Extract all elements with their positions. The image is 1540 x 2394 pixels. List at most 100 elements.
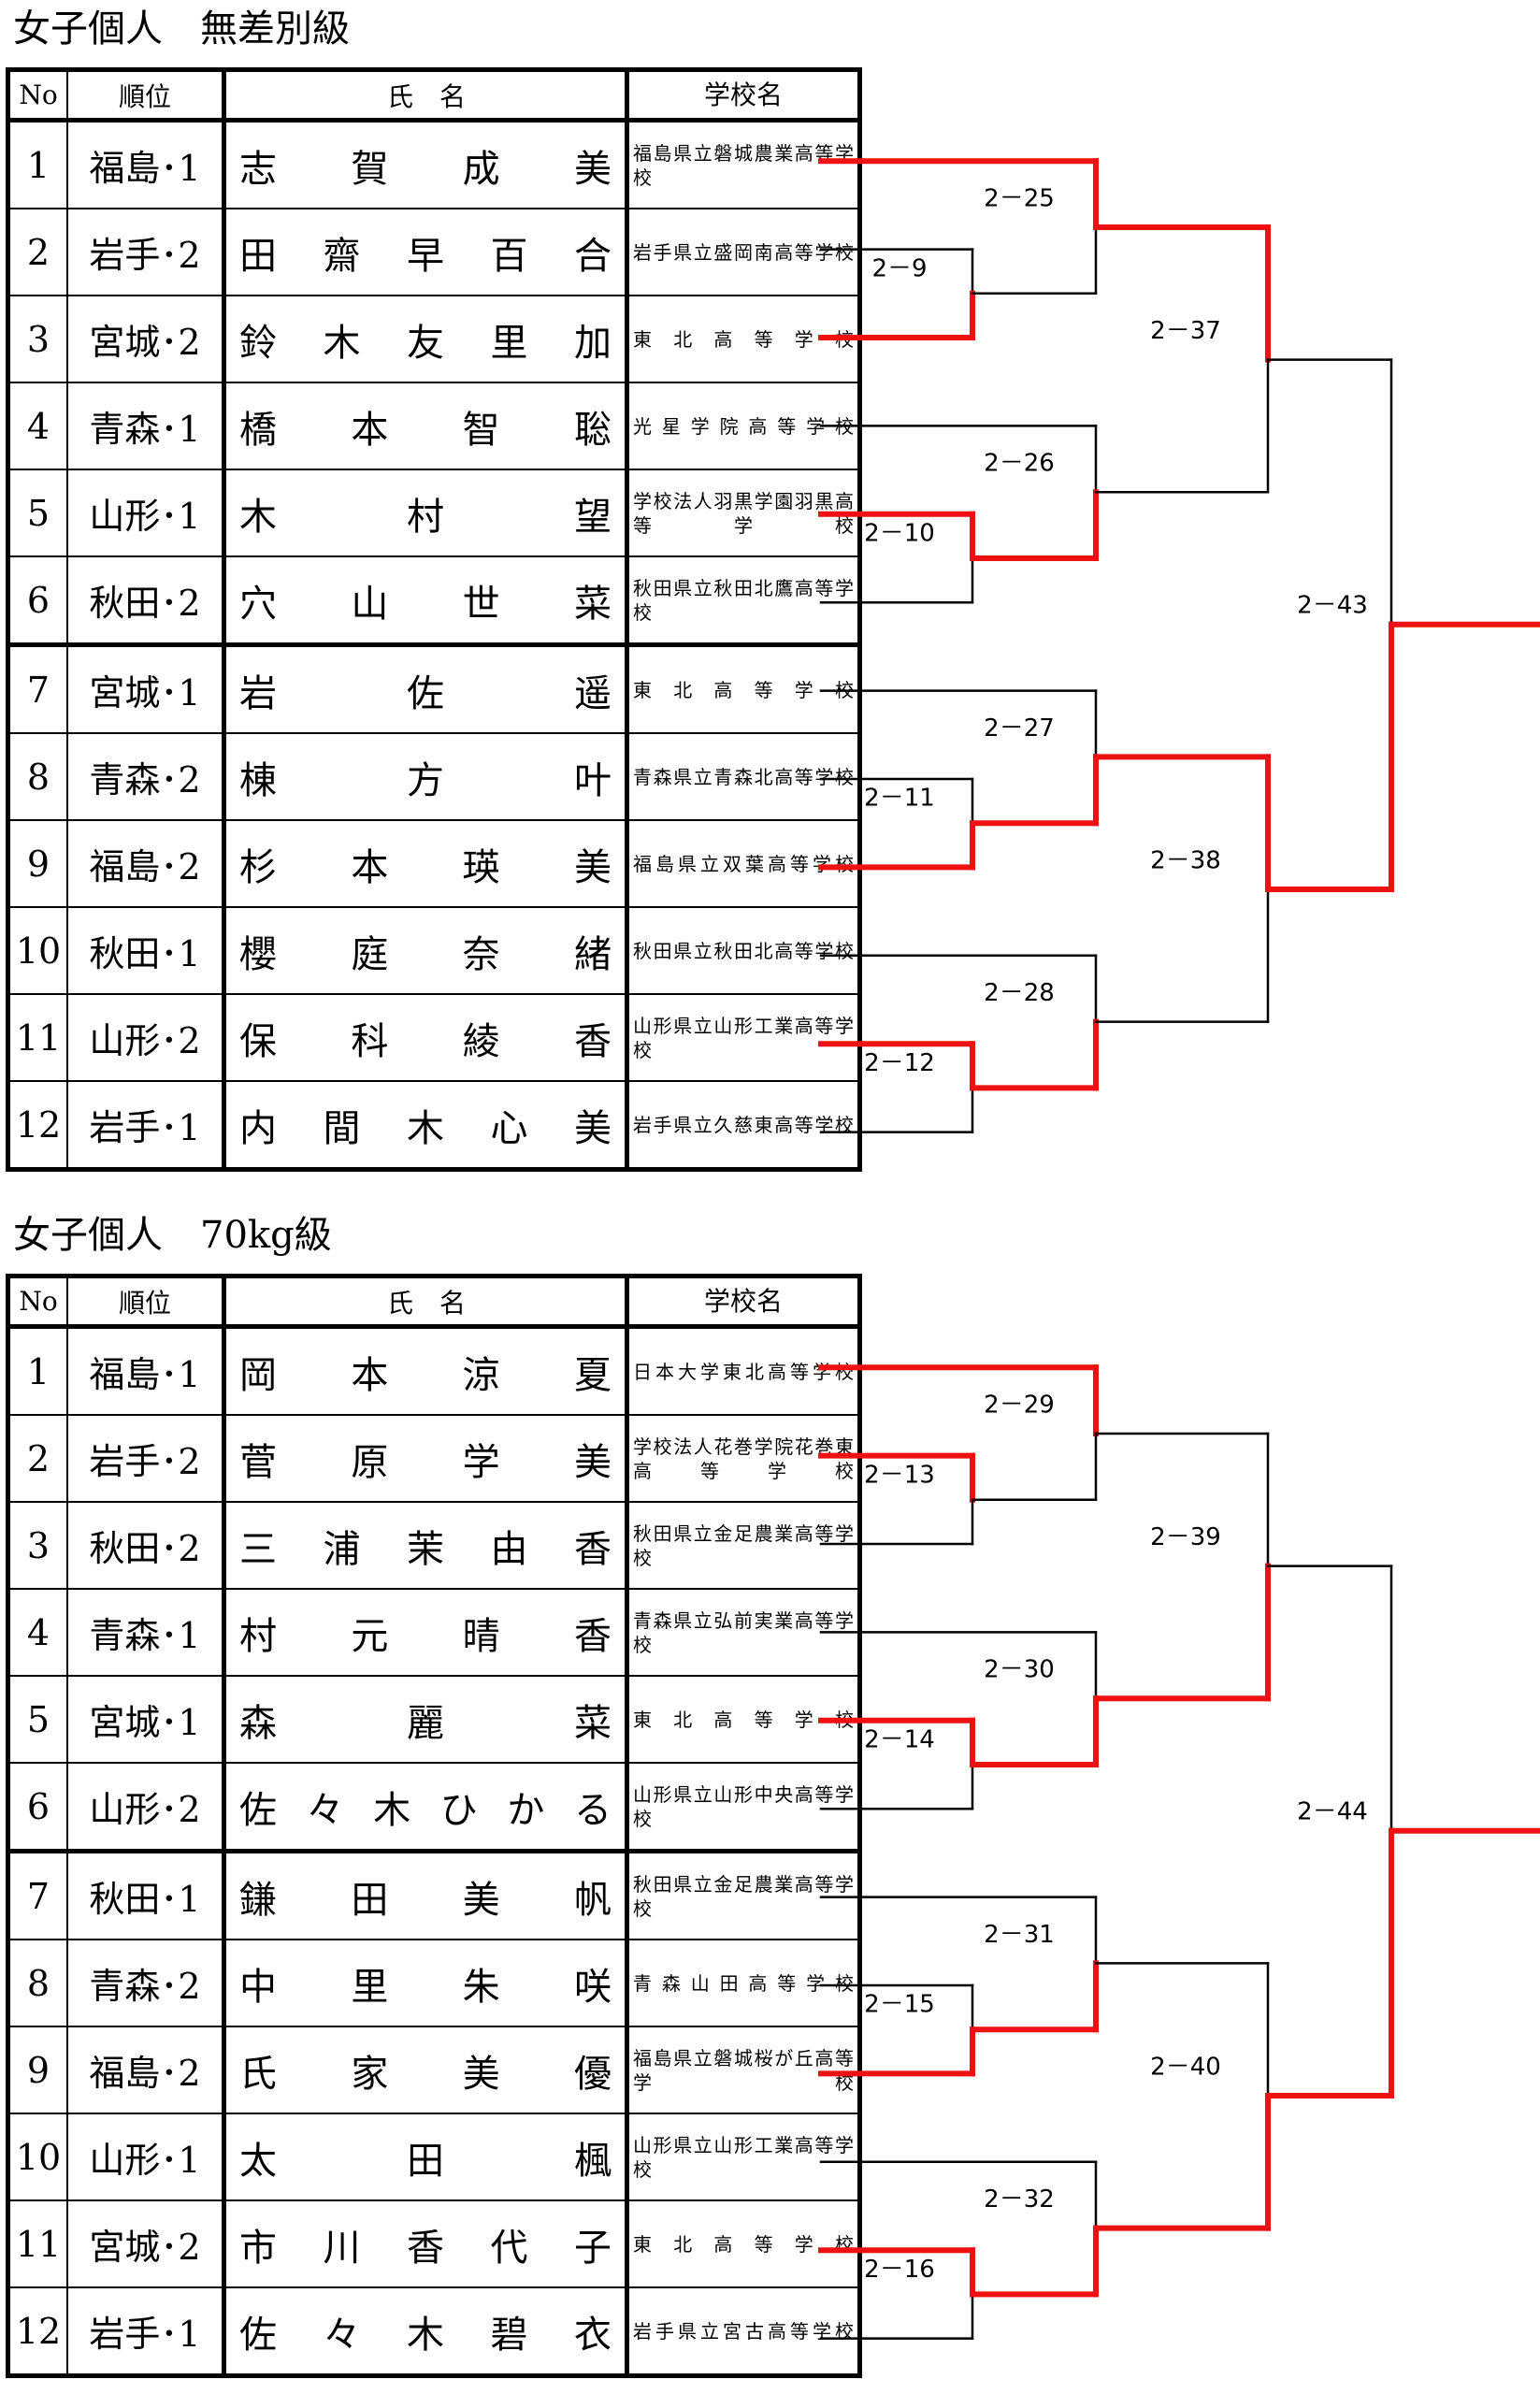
match-number: 2－10 (864, 520, 935, 548)
school-name-cell: 秋田県立秋田北高等学校 (626, 906, 862, 995)
prefecture-rank: 山形･2 (66, 1762, 226, 1853)
athlete-name: 田齋早百合 (239, 234, 613, 278)
school-name: 日本大学東北高等学校 (633, 1360, 854, 1383)
match-number: 2－15 (864, 1991, 935, 2019)
athlete-name-cell: 内間木心美 (223, 1080, 629, 1172)
match-number: 2－26 (984, 450, 1055, 478)
match-number: 2－29 (984, 1392, 1055, 1420)
athlete-name: 岩佐遥 (239, 671, 613, 715)
match-number: 2－40 (1150, 2054, 1221, 2082)
match-number: 2－27 (984, 714, 1055, 743)
athlete-name-cell: 穴山世菜 (223, 555, 629, 647)
school-name: 岩手県立宮古高等学校 (633, 2319, 854, 2343)
entrant-number: 9 (6, 819, 68, 908)
athlete-name-cell: 鎌田美帆 (223, 1850, 629, 1940)
entrant-number: 6 (6, 1762, 68, 1853)
match-number: 2－44 (1297, 1797, 1368, 1825)
school-name-cell: 秋田県立金足農業高等学校 (626, 1501, 862, 1590)
entrant-number: 10 (6, 2113, 68, 2201)
school-name-cell: 秋田県立金足農業高等学校 (626, 1850, 862, 1940)
athlete-name: 鈴木友里加 (239, 321, 613, 365)
school-name-cell: 岩手県立久慈東高等学校 (626, 1080, 862, 1172)
match-number: 2－32 (984, 2185, 1055, 2214)
section-title: 女子個人 無差別級 (13, 7, 350, 50)
school-name-cell: 山形県立山形工業高等学校 (626, 2113, 862, 2201)
prefecture-rank: 福島･1 (66, 119, 226, 209)
header-name-text: 氏 名 (386, 1287, 466, 1319)
match-number: 2－30 (984, 1656, 1055, 1684)
athlete-name-cell: 氏家美優 (223, 2026, 629, 2114)
school-name: 東北高等学校 (633, 678, 854, 701)
school-name-cell: 日本大学東北高等学校 (626, 1325, 862, 1416)
prefecture-rank: 秋田･1 (66, 1850, 226, 1940)
entrant-number: 6 (6, 555, 68, 647)
school-name: 秋田県立金足農業高等学校 (633, 1521, 854, 1569)
match-number: 2－39 (1150, 1523, 1221, 1551)
athlete-name-cell: 村元晴香 (223, 1588, 629, 1677)
athlete-name: 市川香代子 (239, 2226, 613, 2270)
prefecture-rank: 青森･2 (66, 1939, 226, 2027)
athlete-name: 鎌田美帆 (239, 1878, 613, 1922)
school-name: 岩手県立盛岡南高等学校 (633, 240, 854, 264)
athlete-name: 佐々木ひかる (239, 1788, 613, 1832)
header-school: 学校名 (626, 67, 862, 123)
prefecture-rank: 宮城･2 (66, 2199, 226, 2288)
match-number: 2－12 (864, 1049, 935, 1077)
school-name: 秋田県立金足農業高等学校 (633, 1872, 854, 1920)
prefecture-rank: 岩手･1 (66, 2286, 226, 2378)
athlete-name-cell: 三浦茉由香 (223, 1501, 629, 1590)
match-number: 2－16 (864, 2256, 935, 2284)
athlete-name-cell: 太田楓 (223, 2113, 629, 2201)
athlete-name: 氏家美優 (239, 2052, 613, 2096)
athlete-name: 村元晴香 (239, 1614, 613, 1658)
school-name: 山形県立山形工業高等学校 (633, 2133, 854, 2181)
prefecture-rank: 秋田･2 (66, 555, 226, 647)
prefecture-rank: 福島･1 (66, 1325, 226, 1416)
school-name: 東北高等学校 (633, 1708, 854, 1731)
match-number: 2－31 (984, 1921, 1055, 1949)
bracket-open: 2－92－252－102－262－112－272－122－282－372－382… (818, 158, 1540, 1133)
prefecture-rank: 宮城･2 (66, 295, 226, 383)
header-name-text: 氏 名 (386, 80, 466, 112)
entrant-number: 5 (6, 469, 68, 557)
school-name: 東北高等学校 (633, 327, 854, 351)
athlete-name: 内間木心美 (239, 1106, 613, 1150)
athlete-name-cell: 岩佐遥 (223, 643, 629, 734)
athlete-name: 佐々木碧衣 (239, 2313, 613, 2357)
prefecture-rank: 岩手･2 (66, 1414, 226, 1503)
table-header-row: No 順位 氏 名 学校名 (6, 67, 862, 123)
athlete-name-cell: 橋本智聡 (223, 382, 629, 470)
header-no: No (6, 1274, 68, 1329)
match-number: 2－14 (864, 1726, 935, 1754)
athlete-name-cell: 保科綾香 (223, 993, 629, 1082)
prefecture-rank: 山形･2 (66, 993, 226, 1082)
athlete-name: 棟方叶 (239, 758, 613, 802)
athlete-name: 穴山世菜 (239, 582, 613, 626)
school-name: 山形県立山形中央高等学校 (633, 1782, 854, 1830)
school-name: 青森県立弘前実業高等学校 (633, 1608, 854, 1656)
athlete-name-cell: 佐々木ひかる (223, 1762, 629, 1853)
athlete-name-cell: 森麗菜 (223, 1675, 629, 1764)
entrant-number: 12 (6, 1080, 68, 1172)
athlete-name-cell: 市川香代子 (223, 2199, 629, 2288)
athlete-name: 櫻庭奈緒 (239, 932, 613, 976)
header-no: No (6, 67, 68, 123)
entrant-number: 2 (6, 208, 68, 296)
school-name-cell: 学校法人羽黒学園羽黒高等学校 (626, 469, 862, 557)
school-name: 学校法人花巻学院花巻東高等学校 (633, 1435, 854, 1482)
athlete-name-cell: 岡本涼夏 (223, 1325, 629, 1416)
